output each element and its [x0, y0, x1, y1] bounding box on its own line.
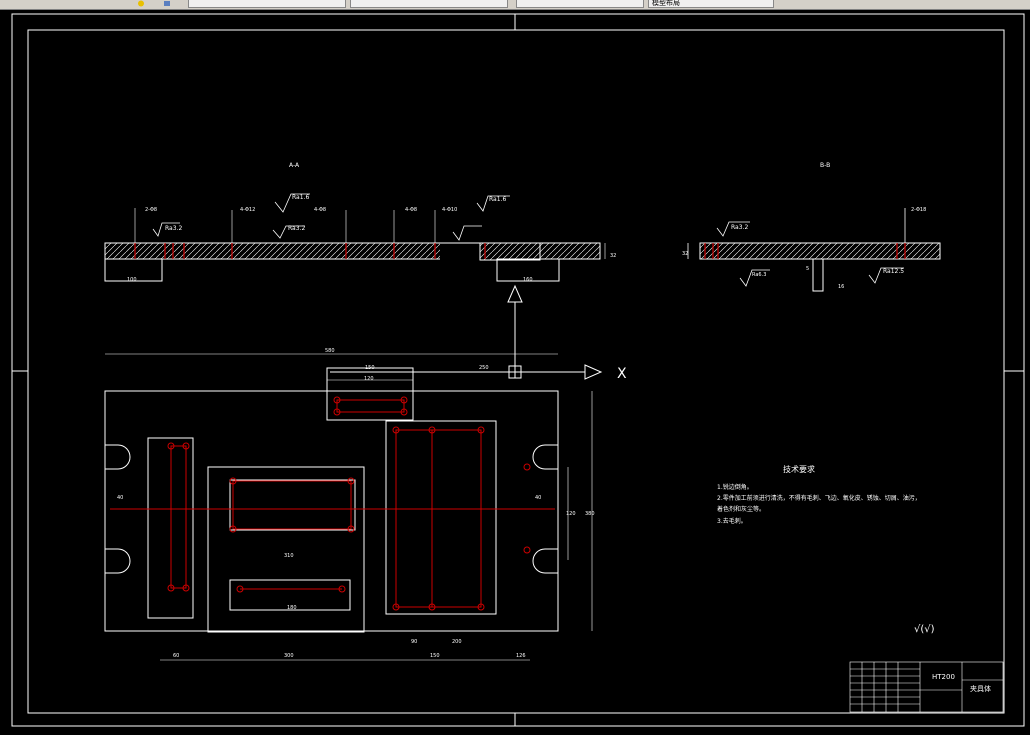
dim-label: 310	[284, 553, 294, 559]
section-aa: Ra3.2 Ra1.6 Ra3.2 Ra1.6 2-Φ8 4-Φ12 4-Φ8 …	[104, 193, 616, 283]
dim-label: 180	[287, 605, 297, 611]
roughness-label: Ra1.6	[292, 194, 309, 201]
dim-label: 380	[585, 511, 595, 517]
dim-label: 300	[284, 653, 294, 659]
dim-label: 90	[411, 639, 417, 645]
dim-label: 120	[364, 376, 374, 382]
dim-label: 150	[365, 365, 375, 371]
toolbar-tab[interactable]	[350, 0, 508, 8]
hole-label: 4-Φ12	[240, 207, 255, 213]
toolbar-tab[interactable]	[516, 0, 644, 8]
dim-label: 580	[325, 348, 335, 354]
dim-label: 250	[479, 365, 489, 371]
hole-label: 4-Φ10	[442, 207, 457, 213]
hole-label: 4-Φ8	[314, 207, 326, 213]
section-bb: Ra3.2 Ra6.3 Ra12.5 2-Φ18 32 16 5	[682, 207, 941, 292]
dim-label: 5	[806, 266, 809, 272]
roughness-label: Ra3.2	[288, 225, 305, 232]
y-axis	[507, 284, 523, 379]
center-marks	[12, 14, 1024, 726]
dim-label: 120	[566, 511, 576, 517]
toolbar-tab[interactable]	[188, 0, 346, 8]
tech-line: 1.锐边倒角。	[717, 483, 753, 491]
dim-label: 100	[127, 277, 137, 283]
hole-label: 2-Φ18	[911, 207, 926, 213]
dim-label: 40	[535, 495, 541, 501]
section-bb-label: B-B	[820, 162, 830, 169]
title-block	[849, 661, 1004, 713]
tech-line: 3.去毛刺。	[717, 517, 747, 525]
title-block-name: 夹具体	[970, 684, 991, 693]
layout-icon[interactable]	[163, 0, 171, 7]
outer-border	[11, 13, 1025, 727]
technical-requirements: 技术要求 1.锐边倒角。 2.零件加工前须进行清洗，不得有毛刺、飞边、氧化皮、锈…	[717, 464, 921, 525]
dim-label: 32	[610, 253, 616, 259]
dim-label: 60	[173, 653, 179, 659]
hole-label: 4-Φ8	[405, 207, 417, 213]
tech-line: 着色剂和灰尘等。	[717, 505, 765, 513]
layout-tab-model[interactable]: 模型布局	[648, 0, 774, 8]
roughness-label: Ra3.2	[731, 224, 748, 231]
help-icon[interactable]	[137, 0, 145, 7]
roughness-label: Ra6.3	[752, 272, 766, 278]
roughness-label: Ra12.5	[883, 268, 904, 275]
plan-red-lines	[110, 396, 555, 611]
dim-label: 40	[117, 495, 123, 501]
title-block-material: HT200	[932, 673, 955, 681]
x-axis-label: X	[617, 366, 627, 382]
dim-label: 16	[838, 284, 844, 290]
tech-line: 2.零件加工前须进行清洗，不得有毛刺、飞边、氧化皮、锈蚀、切屑、油污，	[717, 494, 921, 502]
x-axis	[330, 364, 603, 380]
cad-drawing[interactable]: A-A Ra3.2 Ra1.6 Ra3.2 Ra1.6 2-Φ8 4-Φ12 4…	[0, 10, 1030, 735]
roughness-label: Ra3.2	[165, 225, 182, 232]
section-aa-label: A-A	[289, 162, 300, 169]
toolbar-strip: 模型布局	[0, 0, 1030, 10]
tech-title: 技术要求	[783, 464, 815, 474]
dimension-lines	[105, 353, 593, 661]
dim-label: 150	[430, 653, 440, 659]
plan-view	[104, 367, 559, 633]
hole-label: 2-Φ8	[145, 207, 157, 213]
dim-label: 32	[682, 251, 688, 257]
overall-roughness: √(√)	[914, 624, 935, 635]
roughness-label: Ra1.6	[489, 196, 506, 203]
dim-label: 160	[523, 277, 533, 283]
dim-label: 126	[516, 653, 526, 659]
dim-label: 200	[452, 639, 462, 645]
